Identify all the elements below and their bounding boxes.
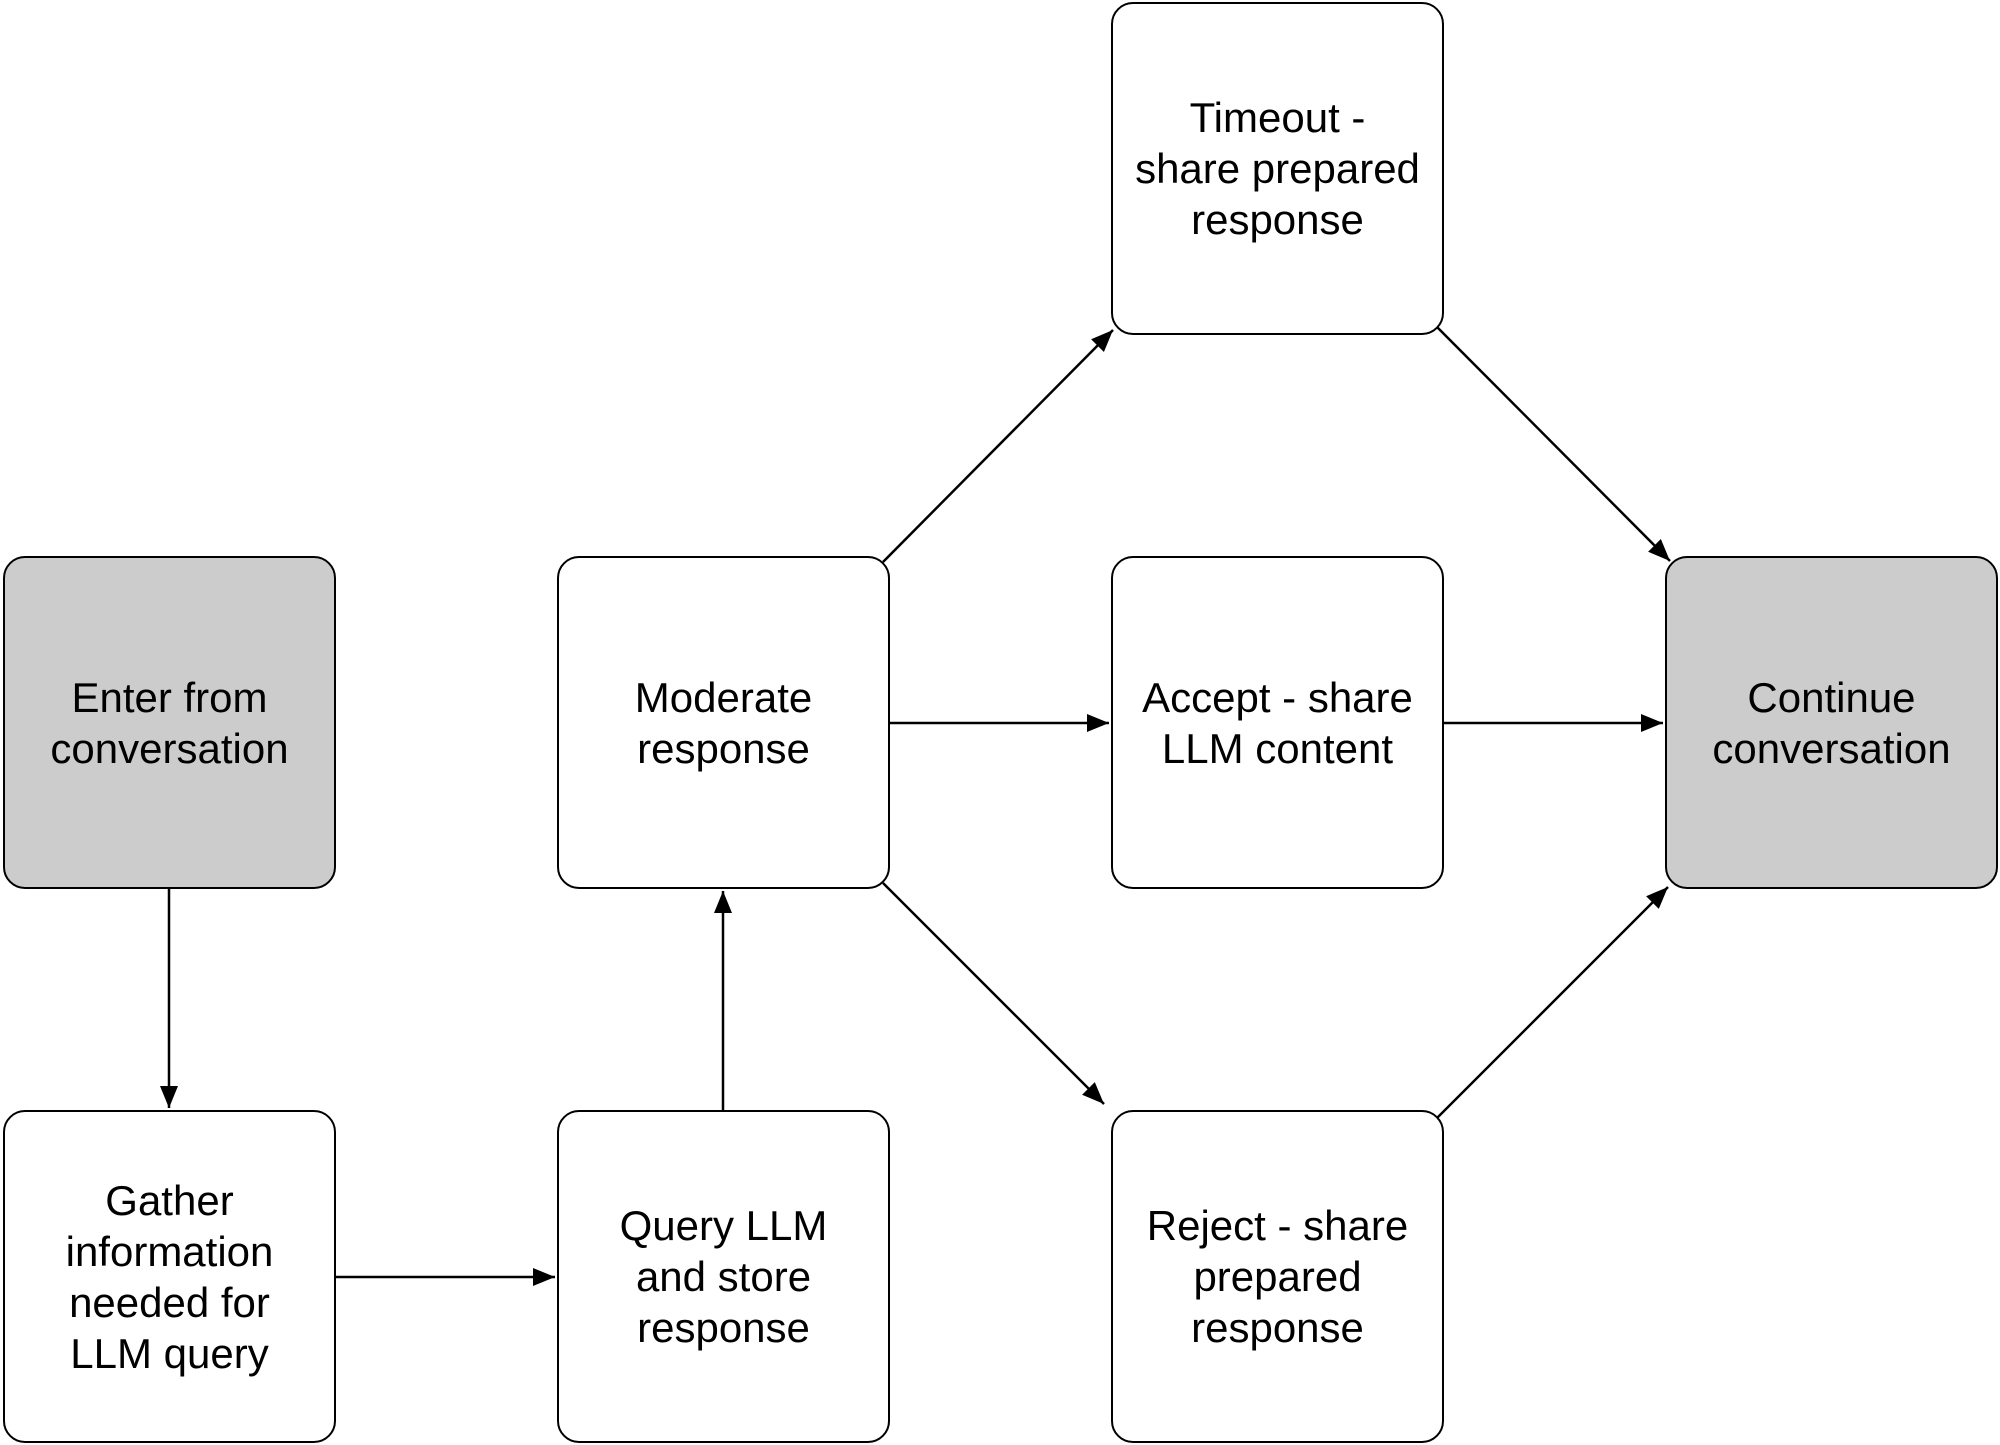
node-query-llm: Query LLM and store response bbox=[557, 1110, 890, 1443]
arrow-moderate-to-timeout bbox=[882, 329, 1114, 563]
arrow-reject-to-continue bbox=[1436, 886, 1669, 1119]
node-label: Gather information needed for LLM query bbox=[65, 1176, 274, 1377]
node-label: Enter from conversation bbox=[50, 673, 289, 772]
node-label: Timeout - share prepared response bbox=[1135, 94, 1420, 243]
node-moderate-response: Moderate response bbox=[557, 556, 890, 889]
node-continue-conversation: Continue conversation bbox=[1665, 556, 1998, 889]
node-gather-information: Gather information needed for LLM query bbox=[3, 1110, 336, 1443]
node-label: Query LLM and store response bbox=[619, 1202, 828, 1351]
node-accept: Accept - share LLM content bbox=[1111, 556, 1444, 889]
node-label: Continue conversation bbox=[1712, 673, 1951, 772]
node-label: Moderate response bbox=[634, 673, 813, 772]
node-label: Accept - share LLM content bbox=[1142, 673, 1413, 772]
node-timeout: Timeout - share prepared response bbox=[1111, 2, 1444, 335]
node-label: Reject - share prepared response bbox=[1146, 1202, 1409, 1351]
node-enter-from-conversation: Enter from conversation bbox=[3, 556, 336, 889]
arrow-timeout-to-continue bbox=[1436, 326, 1671, 562]
arrow-moderate-to-reject bbox=[882, 882, 1105, 1105]
node-reject: Reject - share prepared response bbox=[1111, 1110, 1444, 1443]
